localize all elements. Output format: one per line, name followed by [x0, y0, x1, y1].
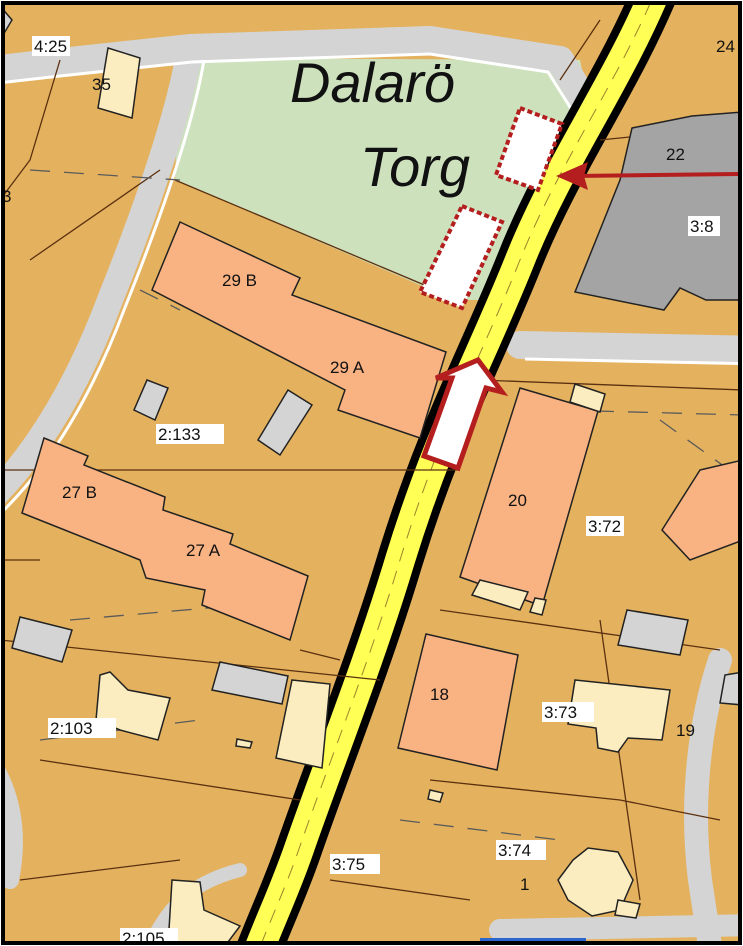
label-1: 1: [520, 875, 529, 894]
building-29b: [151, 220, 447, 439]
label-29a: 29 A: [330, 358, 365, 377]
buildings-residential: [21, 220, 738, 771]
label-18: 18: [430, 685, 449, 704]
label-3-partial: 3: [2, 187, 11, 206]
parcel-2-103: 2:103: [50, 719, 93, 738]
label-27a: 27 A: [186, 541, 221, 560]
parcel-3-75: 3:75: [332, 855, 365, 874]
parcel-4-25: 4:25: [34, 37, 67, 56]
arrow-left-icon: [556, 162, 738, 190]
building-18: [397, 633, 519, 771]
place-name-line1: Dalarö: [290, 51, 455, 114]
label-19: 19: [676, 721, 695, 740]
arrow-up-icon: [420, 356, 509, 472]
parcel-2-105: 2:105: [122, 929, 165, 946]
parcel-3-8: 3:8: [690, 217, 714, 236]
label-27b: 27 B: [62, 483, 97, 502]
label-29b: 29 B: [222, 271, 257, 290]
building-east: [661, 460, 738, 561]
blue-marker: [480, 938, 586, 941]
label-22: 22: [666, 145, 685, 164]
place-name-line2: Torg: [360, 135, 470, 198]
parcel-labels: 4:25 2:133 2:103 3:8 3:72 3:73 3:74 3:75…: [34, 37, 714, 946]
parking-marker-1: [493, 105, 565, 193]
building-labels: 29 B 29 A 27 B 27 A 20 18 22 1 19 24 35 …: [2, 37, 735, 894]
label-20: 20: [508, 491, 527, 510]
label-35: 35: [92, 75, 111, 94]
parking-marker-2: [417, 203, 505, 311]
parcel-3-72: 3:72: [588, 517, 621, 536]
parcel-label-backgrounds: [32, 36, 720, 941]
main-road-centerline: [261, 5, 650, 941]
buildings-outbuildings: [5, 10, 738, 706]
buildings-commercial: [573, 111, 738, 311]
label-24: 24: [716, 37, 735, 56]
parcel-3-74: 3:74: [498, 841, 531, 860]
parcel-2-133: 2:133: [158, 425, 201, 444]
parking-markers[interactable]: [417, 105, 565, 311]
parcel-3-73: 3:73: [544, 703, 577, 722]
building-27: [21, 436, 309, 642]
